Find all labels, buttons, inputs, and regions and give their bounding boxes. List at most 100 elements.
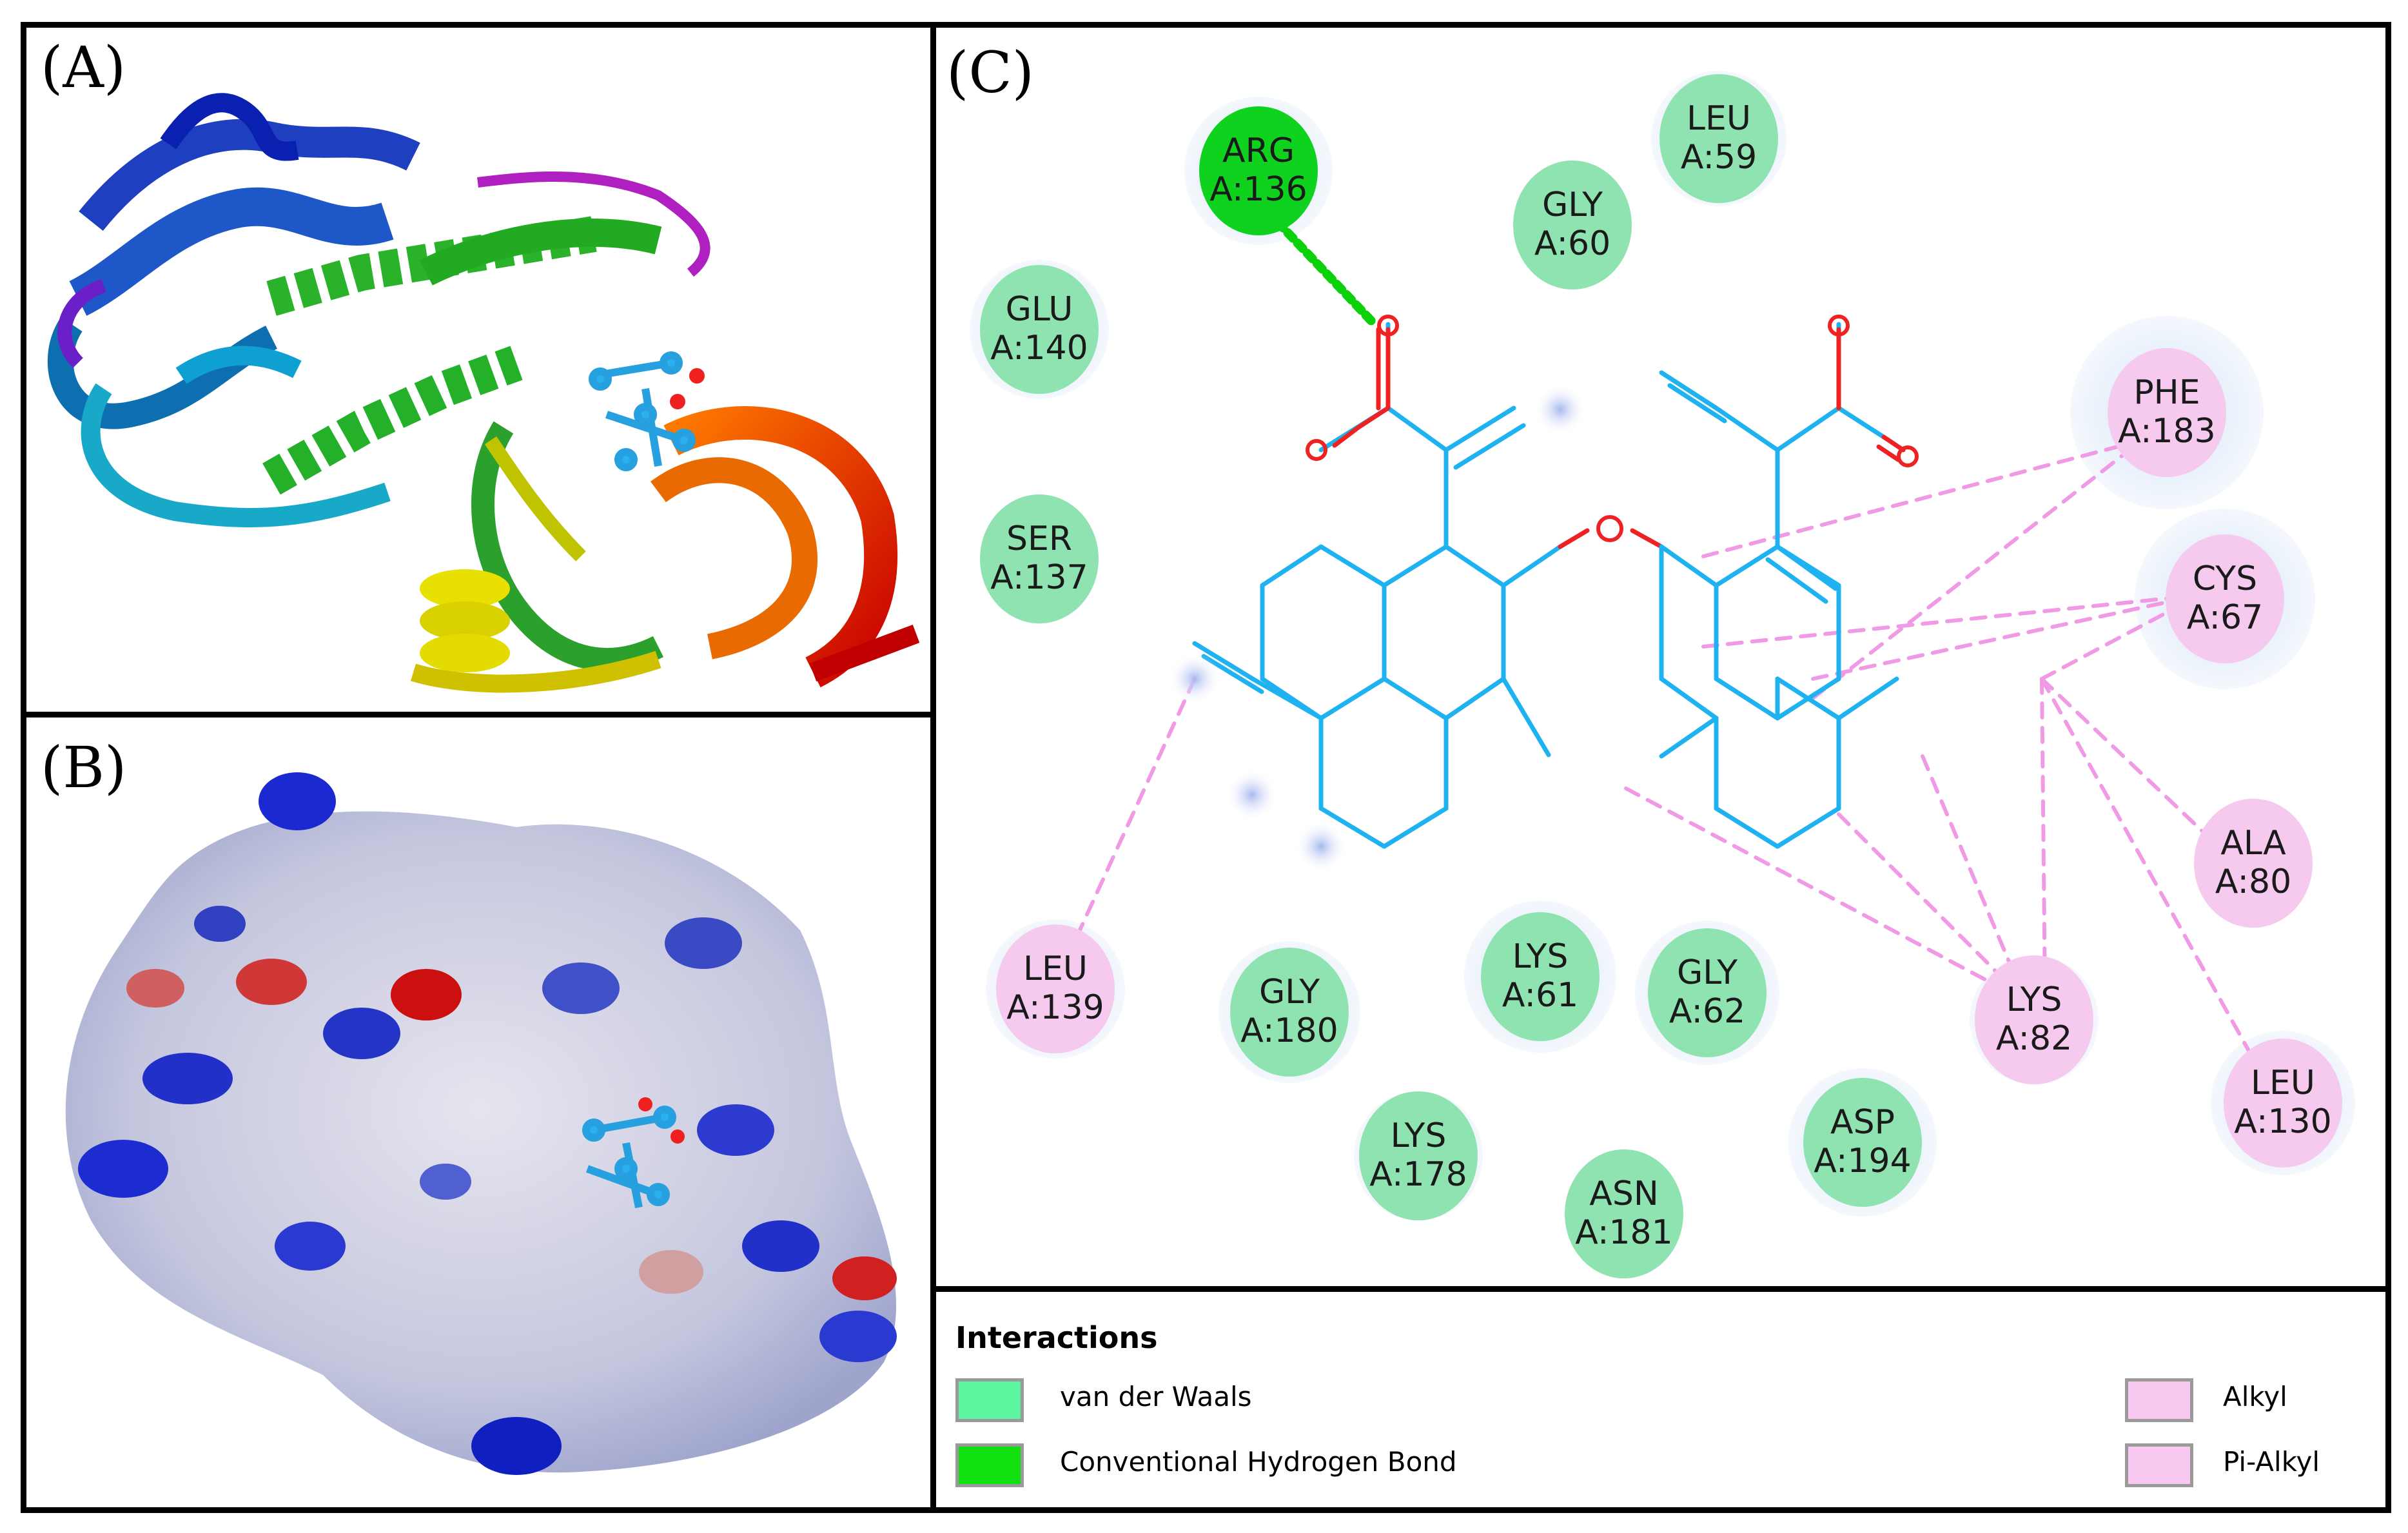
residue-name: ARG: [1222, 132, 1295, 170]
ligand-bond: [1318, 806, 1387, 849]
ribbon-structure-image: [47, 93, 920, 693]
residue-name: LYS: [1391, 1117, 1447, 1155]
ligand-bond: [1836, 405, 1886, 440]
residue-number: A:181: [1575, 1213, 1672, 1252]
oxygen-atom: [1828, 315, 1850, 337]
residue-number: A:61: [1502, 976, 1578, 1015]
alkyl-line-6: [2040, 677, 2047, 997]
atom-glow: [1169, 653, 1220, 705]
ligand-bond: [1501, 676, 1551, 757]
ligand-bond: [1659, 716, 1719, 759]
ligand-bond: [1775, 676, 1841, 721]
residue-name: ALA: [2220, 824, 2286, 863]
alkyl-line-3: [1811, 593, 2202, 681]
ligand-bond: [1659, 676, 1719, 721]
residue-number: A:139: [1006, 988, 1104, 1027]
ligand-bond: [1356, 405, 1391, 430]
residue-number: A:183: [2118, 412, 2215, 451]
ligand-bond: [1714, 405, 1780, 453]
ligand-bond: [1318, 676, 1387, 721]
residue-disc: [1659, 74, 1778, 203]
residue-disc: [2166, 534, 2284, 663]
ligand-bond: [1775, 806, 1841, 849]
residue-name: GLU: [1006, 290, 1073, 329]
interaction-diagram-canvas: ARGA:136LEUA:59GLYA:60GLUA:140SERA:137PH…: [970, 71, 2355, 1278]
legend-label-alkyl: Alkyl: [2223, 1381, 2287, 1412]
ligand-bond: [1876, 444, 1901, 462]
panel-c-label: (C): [946, 39, 1034, 106]
residue-number: A:136: [1209, 170, 1307, 209]
ligand-bond: [1659, 370, 1719, 411]
ligand-bond: [1714, 544, 1780, 588]
ligand-bond: [1250, 676, 1324, 721]
residue-disc: [2224, 1039, 2342, 1167]
residue-name: GLY: [1259, 973, 1320, 1011]
ligand-bond: [1444, 405, 1516, 453]
ligand-bond: [1382, 806, 1449, 849]
ligand-bond: [1382, 544, 1449, 588]
ligand-bond: [1765, 557, 1828, 604]
ligand-bond: [1775, 405, 1841, 453]
legend-swatch-hbond: [955, 1443, 1024, 1487]
alkyl-line-2: [1701, 593, 2202, 649]
residue-disc: [996, 924, 1115, 1053]
residue-disc: [980, 265, 1099, 394]
legend-label-hbond: Conventional Hydrogen Bond: [1060, 1446, 1457, 1478]
residue-number: A:180: [1240, 1011, 1338, 1050]
panel-a-ribbon: (A): [21, 22, 936, 721]
alkyl-line-10: [1921, 754, 2028, 1003]
ligand-bond: [1836, 676, 1899, 721]
residue-name: CYS: [2193, 560, 2257, 598]
ligand-bond: [1444, 676, 1506, 721]
ligand-bond: [1318, 544, 1387, 588]
residue-name: LYS: [2006, 981, 2062, 1019]
ether-oxygen: [1596, 515, 1623, 542]
residue-number: A:62: [1669, 992, 1745, 1031]
atom-glow: [1534, 384, 1586, 435]
ligand-bond: [1714, 806, 1780, 849]
residue-number: A:59: [1681, 138, 1757, 177]
residue-name: LEU: [1023, 950, 1088, 988]
alkyl-line-8: [1624, 786, 2028, 1003]
residue-name: LEU: [2251, 1064, 2315, 1102]
legend-swatch-pi-alkyl: [2125, 1443, 2193, 1487]
alkyl-line-5: [2040, 677, 2234, 861]
residue-number: A:130: [2234, 1102, 2331, 1141]
ligand-bond: [1630, 528, 1664, 549]
ligand-bond: [1881, 435, 1906, 453]
legend-swatch-vdw: [955, 1378, 1024, 1422]
residue-name: LEU: [1687, 99, 1751, 138]
residue-number: A:178: [1369, 1155, 1467, 1194]
residue-name: PHE: [2133, 373, 2200, 412]
panel-b-label: (B): [41, 734, 127, 801]
residue-disc: [1648, 928, 1767, 1057]
residue-disc: [1199, 106, 1318, 235]
ligand-bond: [1667, 383, 1727, 424]
legend-swatch-alkyl: [2125, 1378, 2193, 1422]
ligand-bond: [1192, 641, 1255, 681]
alkyl-line-7: [2040, 677, 2266, 1080]
panel-a-label: (A): [41, 34, 126, 101]
ligand-bond: [1444, 544, 1506, 588]
ligand-bond: [1501, 544, 1563, 588]
residue-disc: [1481, 912, 1600, 1041]
ligand-bond: [1260, 544, 1324, 588]
ligand-bond: [1775, 544, 1838, 591]
interactions-legend: Interactions van der Waals Conventional …: [930, 1286, 2391, 1513]
residue-disc: [1975, 955, 2093, 1084]
ligand-bond: [1385, 405, 1449, 453]
residue-disc: [1565, 1149, 1683, 1278]
residue-disc: [980, 494, 1099, 623]
alkyl-line-9: [1837, 812, 2028, 1003]
